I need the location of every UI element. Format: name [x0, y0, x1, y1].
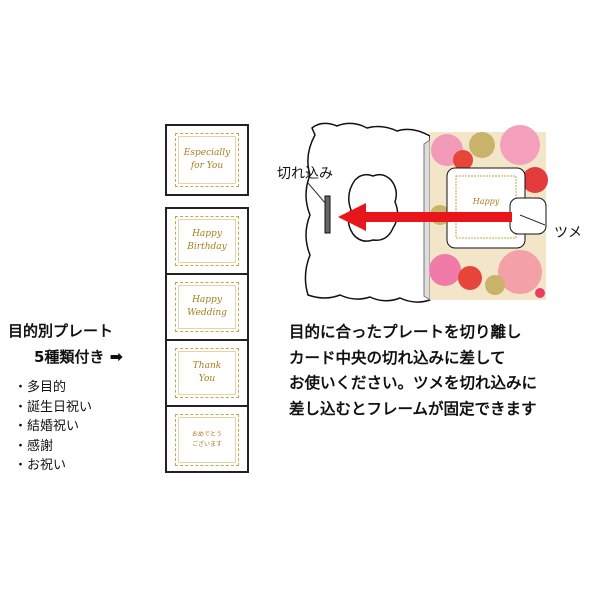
slit-icon [324, 195, 331, 234]
plate-especially: Especially for You [165, 124, 249, 196]
description-line: お使いください。ツメを切れ込みに [289, 374, 538, 392]
slit-label: 切れ込み [277, 166, 333, 182]
tab-leader-line [519, 214, 546, 226]
plate-text: Especially for You [175, 133, 239, 187]
slit-leader-line [307, 182, 327, 205]
svg-text:Happy: Happy [472, 197, 500, 206]
list-item: ・多目的 [14, 380, 67, 395]
description-line: 差し込むとフレームが固定できます [289, 399, 537, 418]
plate-text: Happy Wedding [175, 282, 239, 332]
list-item: ・結婚祝い [14, 419, 80, 434]
description: 目的に合ったプレートを切り離し カード中央の切れ込みに差して お使いください。ツ… [289, 320, 537, 422]
list-item: ・誕生日祝い [14, 399, 93, 415]
left-caption: 目的別プレート 5種類付き ➡ [8, 318, 123, 370]
tab-label: ツメ [554, 225, 582, 241]
right-arrow-icon: ➡ [109, 347, 124, 366]
plate-thanks: Thank You [167, 341, 247, 407]
description-line: カード中央の切れ込みに差して [289, 348, 506, 367]
plate-birthday: Happy Birthday [167, 209, 247, 275]
description-line: 目的に合ったプレートを切り離し [289, 323, 522, 341]
purpose-list: ・多目的 ・誕生日祝い ・結婚祝い ・感謝 ・お祝い [14, 378, 92, 476]
plate-text: おめでとう ございます [175, 414, 239, 466]
plate-text: Thank You [175, 348, 239, 398]
plate-stack: Happy Birthday Happy Wedding Thank You お… [165, 207, 249, 473]
caption-title-2: 5種類付き ➡ [34, 347, 124, 366]
plate-wedding: Happy Wedding [167, 275, 247, 341]
caption-title-1: 目的別プレート [8, 322, 114, 340]
insert-arrow-icon [338, 203, 512, 231]
plate-congrats: おめでとう ございます [167, 407, 247, 473]
list-item: ・お祝い [14, 458, 67, 473]
plate-text: Happy Birthday [175, 216, 239, 266]
tab-shape [509, 197, 547, 235]
list-item: ・感謝 [14, 438, 54, 454]
